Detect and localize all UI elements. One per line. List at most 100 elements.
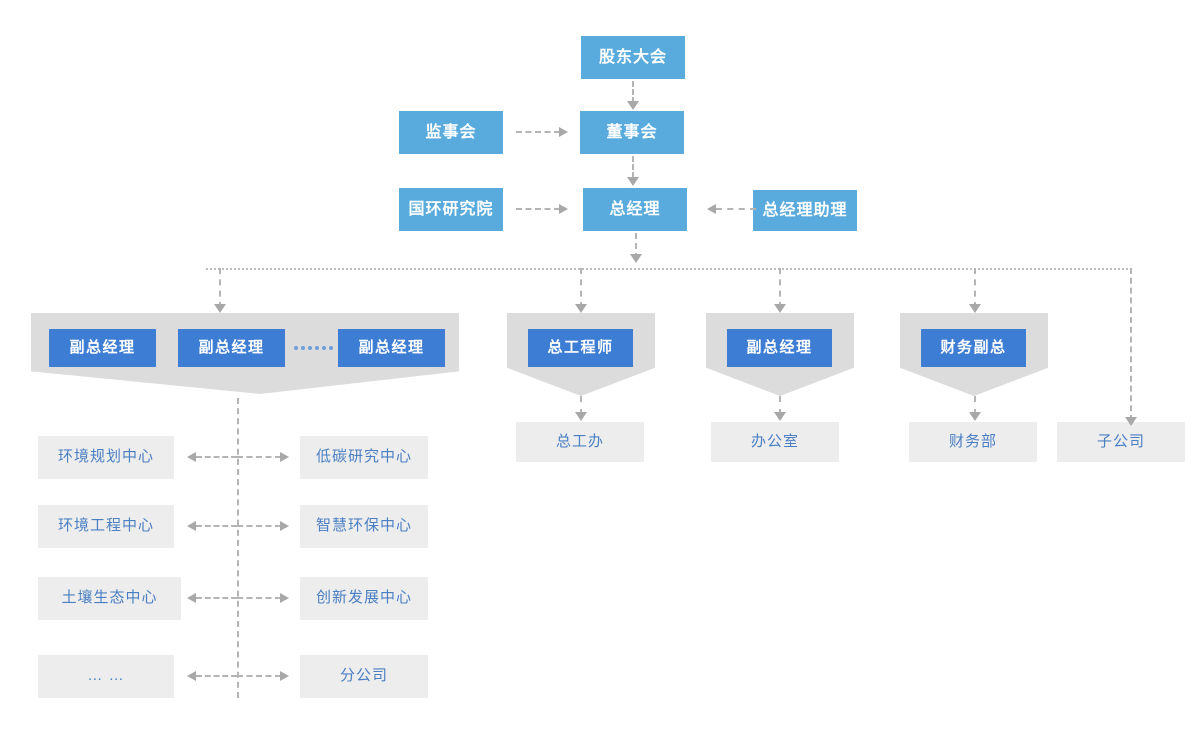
arrow-spine-to-right-3 — [280, 593, 289, 603]
connector-spine-left-1 — [196, 456, 237, 458]
node-chief-engineer[interactable]: 总工程师 — [528, 329, 633, 367]
ellipsis-dot — [308, 346, 312, 350]
node-label: 环境规划中心 — [57, 448, 154, 466]
node-label: 财务副总 — [940, 338, 1007, 356]
connector-spine-right-3 — [237, 597, 281, 599]
node-vp-2[interactable]: 副总经理 — [178, 329, 285, 367]
node-label: 总工程师 — [547, 338, 614, 356]
arrow-board-to-gm — [627, 177, 639, 186]
node-dept-chief-engineer-office[interactable]: 总工办 — [516, 422, 644, 462]
node-label: 监事会 — [425, 123, 477, 141]
arrow-spine-to-left-4 — [187, 671, 196, 681]
node-label: 国环研究院 — [408, 200, 494, 218]
node-dept-environmental-engineering-center[interactable]: 环境工程中心 — [38, 505, 174, 548]
ellipsis-dot — [301, 346, 305, 350]
node-label: 总经理 — [609, 200, 661, 218]
connector-supervisory-to-board — [516, 131, 560, 133]
connector-cfo-to-finance — [974, 396, 976, 415]
node-research-institute[interactable]: 国环研究院 — [399, 188, 503, 231]
node-dept-innovation-development-center[interactable]: 创新发展中心 — [300, 577, 428, 620]
node-label: 副总经理 — [69, 338, 136, 356]
vp-group-ellipsis-dots — [294, 346, 336, 350]
node-label: … … — [87, 667, 125, 685]
node-dept-environmental-planning-center[interactable]: 环境规划中心 — [38, 436, 174, 479]
arrow-spine-to-right-4 — [280, 671, 289, 681]
branch-vp-operations — [779, 268, 781, 308]
connector-institute-to-gm — [516, 208, 560, 210]
branch-subsidiary — [1130, 268, 1132, 421]
node-dept-general-office[interactable]: 办公室 — [711, 422, 839, 462]
node-label: 股东大会 — [598, 48, 667, 66]
node-label: 董事会 — [606, 123, 658, 141]
arrow-cfo-to-finance — [969, 412, 981, 421]
node-dept-subsidiary[interactable]: 子公司 — [1057, 422, 1185, 462]
ellipsis-dot — [329, 346, 333, 350]
ellipsis-dot — [294, 346, 298, 350]
arrow-vp-operations-to-office — [774, 412, 786, 421]
branch-chief-engineer — [580, 268, 582, 308]
vp-group-center-spine — [237, 398, 239, 698]
arrow-gm-to-bus — [630, 254, 642, 263]
node-label: 总工办 — [555, 432, 604, 450]
node-label: 副总经理 — [358, 338, 425, 356]
node-label: 财务部 — [948, 432, 997, 450]
node-board-of-directors[interactable]: 董事会 — [580, 111, 684, 154]
node-label: 办公室 — [750, 432, 799, 450]
ellipsis-dot — [322, 346, 326, 350]
ellipsis-dot — [315, 346, 319, 350]
connector-spine-right-2 — [237, 525, 281, 527]
arrow-shareholders-to-board — [627, 101, 639, 110]
arrow-institute-to-gm — [559, 204, 568, 214]
node-label: 副总经理 — [198, 338, 265, 356]
branch-vp-group — [219, 268, 221, 308]
node-dept-branch-company[interactable]: 分公司 — [300, 655, 428, 698]
node-vp-operations[interactable]: 副总经理 — [727, 329, 832, 367]
arrow-spine-to-left-3 — [187, 593, 196, 603]
arrow-spine-to-right-1 — [280, 452, 289, 462]
connector-spine-left-3 — [196, 597, 237, 599]
node-gm-assistant[interactable]: 总经理助理 — [753, 190, 857, 231]
connector-assistant-to-gm — [716, 208, 756, 210]
arrow-branch-vp-operations — [774, 304, 786, 313]
node-vp-1[interactable]: 副总经理 — [49, 329, 156, 367]
node-label: 子公司 — [1096, 432, 1145, 450]
connector-vp-operations-to-office — [779, 396, 781, 415]
node-dept-finance[interactable]: 财务部 — [909, 422, 1037, 462]
node-dept-smart-environmental-protection-center[interactable]: 智慧环保中心 — [300, 505, 428, 548]
node-dept-more-placeholder[interactable]: … … — [38, 655, 174, 698]
node-dept-soil-ecology-center[interactable]: 土壤生态中心 — [38, 577, 181, 620]
arrow-spine-to-left-2 — [187, 521, 196, 531]
connector-spine-left-2 — [196, 525, 237, 527]
node-label: 土壤生态中心 — [61, 589, 158, 607]
connector-spine-right-4 — [237, 675, 281, 677]
connector-board-to-gm — [632, 156, 634, 178]
node-label: 低碳研究中心 — [315, 448, 412, 466]
arrow-branch-vp-group — [214, 304, 226, 313]
arrow-branch-chief-engineer — [575, 304, 587, 313]
arrow-spine-to-right-2 — [280, 521, 289, 531]
connector-spine-right-1 — [237, 456, 281, 458]
node-label: 副总经理 — [746, 338, 813, 356]
node-vp-3[interactable]: 副总经理 — [338, 329, 445, 367]
node-label: 创新发展中心 — [315, 589, 412, 607]
node-label: 智慧环保中心 — [315, 517, 412, 535]
bus-horizontal-line — [206, 268, 1132, 270]
arrow-spine-to-left-1 — [187, 452, 196, 462]
arrow-branch-cfo — [969, 304, 981, 313]
arrow-chief-engineer-to-office — [575, 412, 587, 421]
arrow-assistant-to-gm — [707, 204, 716, 214]
node-supervisory-board[interactable]: 监事会 — [399, 111, 503, 154]
node-label: 分公司 — [339, 667, 388, 685]
arrow-branch-subsidiary — [1125, 417, 1137, 426]
connector-chief-engineer-to-office — [580, 396, 582, 415]
node-shareholders-meeting[interactable]: 股东大会 — [581, 36, 685, 79]
branch-cfo — [974, 268, 976, 308]
arrow-supervisory-to-board — [559, 127, 568, 137]
connector-shareholders-to-board — [632, 81, 634, 103]
node-general-manager[interactable]: 总经理 — [583, 188, 687, 231]
node-cfo[interactable]: 财务副总 — [921, 329, 1026, 367]
node-label: 总经理助理 — [762, 201, 848, 219]
connector-gm-to-bus — [635, 233, 637, 259]
node-dept-low-carbon-research-center[interactable]: 低碳研究中心 — [300, 436, 428, 479]
